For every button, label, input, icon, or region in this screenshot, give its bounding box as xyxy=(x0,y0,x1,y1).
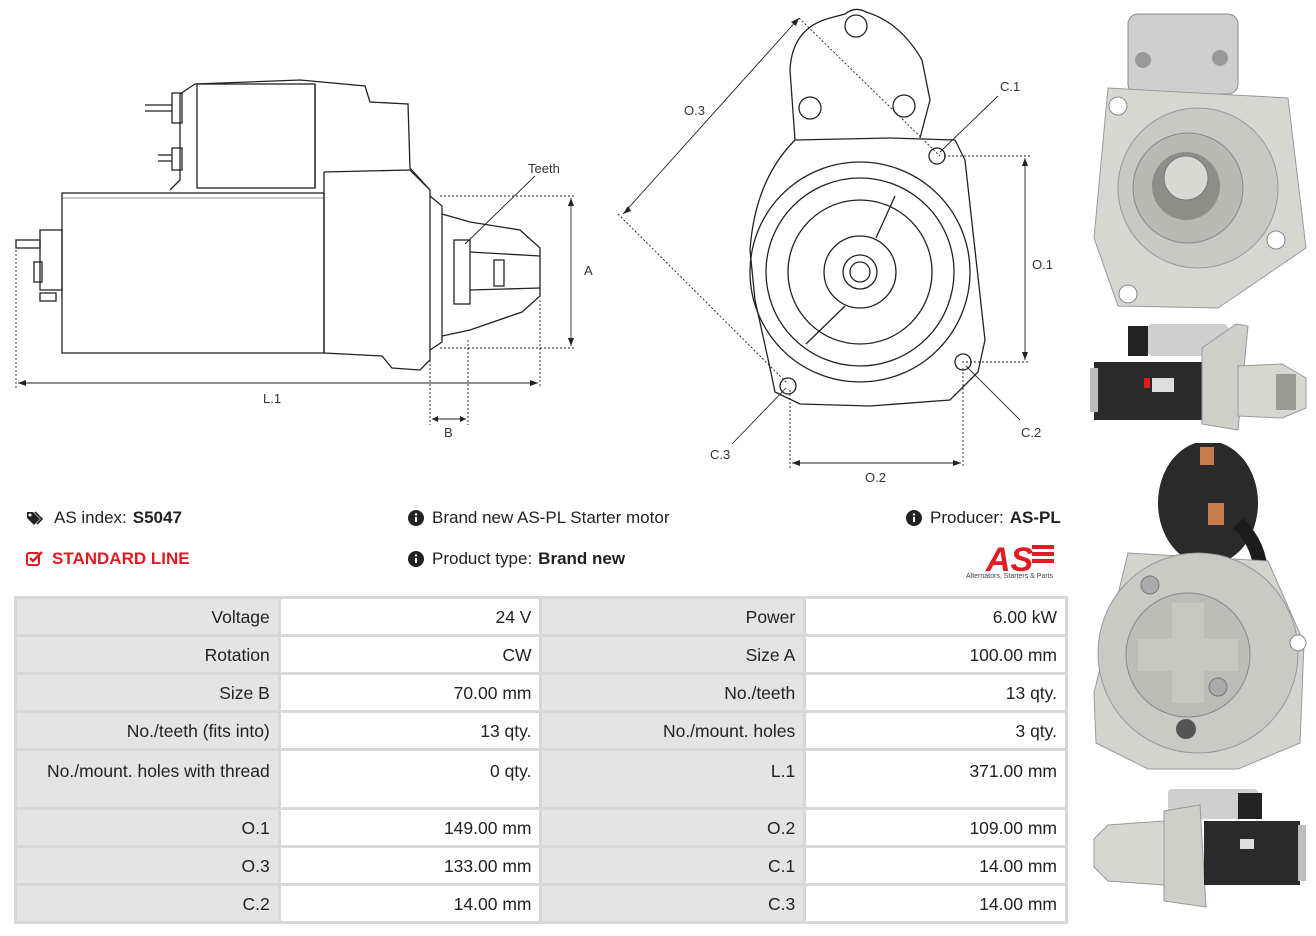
technical-drawing: Teeth A B L.1 O.3 O.1 O.2 C.1 C.2 C.3 xyxy=(0,0,1075,490)
table-row: Voltage 24 V Power 6.00 kW xyxy=(17,599,1065,634)
spec-key: C.2 xyxy=(17,886,278,921)
label-o1: O.1 xyxy=(1032,257,1053,272)
label-c3: C.3 xyxy=(710,447,730,462)
spec-value: 100.00 mm xyxy=(806,637,1065,672)
motor-body xyxy=(61,192,325,354)
spec-key: C.3 xyxy=(542,886,804,921)
spec-key: No./mount. holes xyxy=(542,713,804,748)
label-b: B xyxy=(444,425,453,440)
spec-value: 14.00 mm xyxy=(806,886,1065,921)
table-row: Size B 70.00 mm No./teeth 13 qty. xyxy=(17,675,1065,710)
as-index: AS index: S5047 xyxy=(26,508,182,528)
label-c1: C.1 xyxy=(1000,79,1020,94)
logo-text: AS xyxy=(985,541,1034,579)
table-row: No./mount. holes with thread 0 qty. L.1 … xyxy=(17,751,1065,807)
front-view xyxy=(749,8,986,407)
description-text: Brand new AS-PL Starter motor xyxy=(432,508,670,527)
spec-value: 70.00 mm xyxy=(280,675,540,710)
label-o3: O.3 xyxy=(684,103,705,118)
label-a: A xyxy=(584,263,593,278)
spec-value: 6.00 kW xyxy=(806,599,1065,634)
product-type-value: Brand new xyxy=(538,549,626,568)
as-index-value[interactable]: S5047 xyxy=(132,508,182,527)
spec-value: 24 V xyxy=(280,599,540,634)
description: Brand new AS-PL Starter motor xyxy=(408,508,669,528)
logo-caption: Alternators, Starters & Parts xyxy=(966,573,1054,580)
producer-label: Producer: xyxy=(930,508,1004,527)
label-o2: O.2 xyxy=(865,470,886,485)
label-l1: L.1 xyxy=(263,391,281,406)
producer: Producer: AS-PL xyxy=(906,508,1061,528)
spec-value: 371.00 mm xyxy=(806,751,1065,807)
label-c2: C.2 xyxy=(1021,425,1041,440)
table-row: Rotation CW Size A 100.00 mm xyxy=(17,637,1065,672)
spec-value: 109.00 mm xyxy=(806,810,1065,845)
spec-key: C.1 xyxy=(542,848,804,883)
spec-key: Power xyxy=(542,599,804,634)
spec-value: 3 qty. xyxy=(806,713,1065,748)
product-photo-front[interactable] xyxy=(1088,8,1308,313)
standard-line: STANDARD LINE xyxy=(26,549,190,569)
producer-value: AS-PL xyxy=(1009,508,1061,527)
spec-value: 14.00 mm xyxy=(806,848,1065,883)
spec-key: No./mount. holes with thread xyxy=(17,751,278,807)
spec-key: Size A xyxy=(542,637,804,672)
info-circle-icon xyxy=(408,551,424,567)
as-index-label: AS index: xyxy=(54,508,127,527)
product-type-label: Product type: xyxy=(432,549,533,568)
info-circle-icon xyxy=(906,510,922,526)
table-row: O.1 149.00 mm O.2 109.00 mm xyxy=(17,810,1065,845)
as-pl-logo: AS xyxy=(962,539,1068,583)
check-square-icon xyxy=(26,551,44,567)
product-photo-side[interactable] xyxy=(1088,318,1308,433)
info-circle-icon xyxy=(408,510,424,526)
product-photo-rear[interactable] xyxy=(1088,443,1308,773)
spec-key: Voltage xyxy=(17,599,278,634)
spec-value: CW xyxy=(280,637,540,672)
spec-key: No./teeth xyxy=(542,675,804,710)
spec-key: L.1 xyxy=(542,751,804,807)
spec-value: 0 qty. xyxy=(280,751,540,807)
label-teeth: Teeth xyxy=(528,161,560,176)
tags-icon xyxy=(26,510,46,526)
product-type: Product type: Brand new xyxy=(408,549,625,569)
spec-value: 13 qty. xyxy=(806,675,1065,710)
spec-value: 149.00 mm xyxy=(280,810,540,845)
table-row: No./teeth (fits into) 13 qty. No./mount.… xyxy=(17,713,1065,748)
spec-table: Voltage 24 V Power 6.00 kW Rotation CW S… xyxy=(14,596,1068,924)
spec-key: No./teeth (fits into) xyxy=(17,713,278,748)
standard-line-label: STANDARD LINE xyxy=(52,549,190,568)
spec-key: O.2 xyxy=(542,810,804,845)
spec-key: O.3 xyxy=(17,848,278,883)
spec-key: Rotation xyxy=(17,637,278,672)
table-row: O.3 133.00 mm C.1 14.00 mm xyxy=(17,848,1065,883)
spec-value: 133.00 mm xyxy=(280,848,540,883)
product-photo-side-2[interactable] xyxy=(1088,781,1308,911)
spec-value: 14.00 mm xyxy=(280,886,540,921)
spec-key: Size B xyxy=(17,675,278,710)
spec-value: 13 qty. xyxy=(280,713,540,748)
table-row: C.2 14.00 mm C.3 14.00 mm xyxy=(17,886,1065,921)
spec-key: O.1 xyxy=(17,810,278,845)
